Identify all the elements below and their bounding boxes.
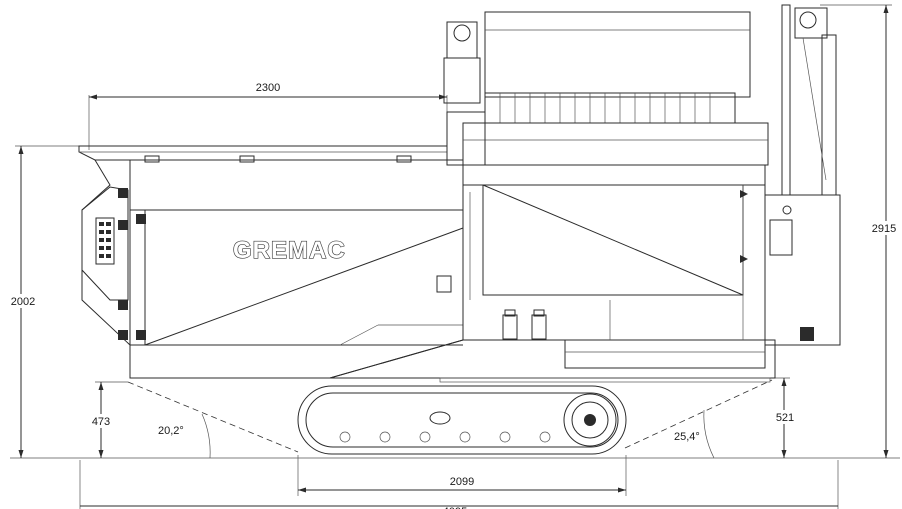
angle-right-label: 25,4°	[674, 431, 700, 443]
elevator-column	[764, 4, 841, 346]
dimension-track-length-label: 2099	[450, 476, 474, 488]
dimension-left-clearance: 473	[86, 381, 128, 458]
screen-unit	[462, 164, 766, 341]
crawler-track	[297, 385, 627, 455]
angle-left: 20,2°	[127, 381, 299, 459]
dimension-overall-height-label: 2915	[872, 223, 896, 235]
angle-left-label: 20,2°	[158, 425, 184, 437]
control-panel	[81, 186, 146, 340]
dimension-overall-length: 4095	[79, 460, 839, 509]
angle-right: 25,4°	[624, 379, 773, 459]
chassis	[329, 339, 776, 383]
dimension-top-length-label: 2300	[256, 82, 280, 94]
brand-logo-text: GREMAC	[233, 237, 346, 264]
motor-left	[443, 21, 486, 166]
hopper-body	[81, 159, 464, 379]
side-emblem	[436, 275, 452, 293]
dimension-overall-height: 2915	[820, 4, 902, 458]
top-drum	[462, 11, 769, 166]
dimension-right-clearance-label: 521	[776, 412, 794, 424]
dimension-side-height-label: 2002	[11, 296, 35, 308]
dimension-right-clearance: 521	[762, 377, 800, 458]
dimension-side-height: 2002	[6, 145, 125, 458]
dimension-track-length: 2099	[297, 455, 627, 496]
dimension-left-clearance-label: 473	[92, 416, 110, 428]
dimension-overall-length-label: 4095	[443, 506, 467, 509]
dimension-top-length: 2300	[88, 82, 448, 150]
